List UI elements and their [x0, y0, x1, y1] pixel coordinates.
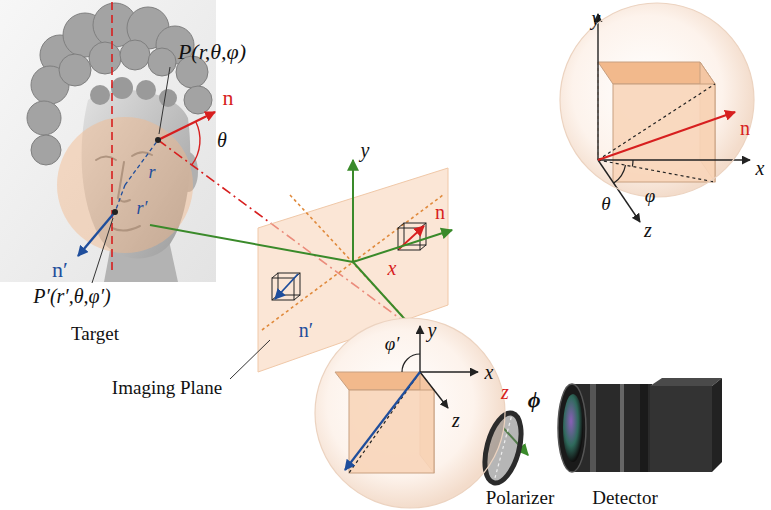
- axis-label: z: [501, 382, 509, 402]
- detector-camera: [558, 378, 722, 472]
- point-label: P′(r′,θ,φ′): [33, 286, 110, 306]
- x-axis: [420, 371, 478, 372]
- lens-front: [558, 384, 586, 472]
- radius-line: [115, 185, 125, 212]
- angle-label: φ: [645, 186, 656, 205]
- inset-circle: [315, 318, 505, 508]
- curl: [89, 42, 121, 74]
- curl: [120, 40, 150, 70]
- cube-front: [613, 84, 715, 182]
- curl: [90, 85, 110, 105]
- axis-label: x: [756, 158, 765, 178]
- angle-label: ϕ: [528, 389, 541, 411]
- curl: [159, 89, 177, 107]
- axis-label: x: [388, 258, 397, 278]
- object-label: Imaging Plane: [112, 378, 222, 397]
- y-axis: [419, 326, 420, 372]
- y-axis: [352, 160, 354, 262]
- vector-label: n: [740, 118, 750, 138]
- x-axis: [353, 230, 452, 262]
- coordinate-inset: [335, 326, 478, 473]
- cube-top: [598, 62, 715, 84]
- leader-line: [159, 67, 170, 134]
- angle-arc: [632, 160, 634, 167]
- inset-outline: [560, 3, 754, 197]
- axis-label: x: [485, 362, 494, 382]
- curl: [27, 101, 61, 135]
- leader-line: [92, 218, 113, 283]
- lens-glass: [563, 394, 583, 462]
- vector-label: n′: [299, 320, 313, 340]
- curl: [111, 77, 133, 99]
- distance-label: r′: [137, 199, 148, 217]
- point-label: P(r,θ,φ): [178, 41, 246, 63]
- object-label: Detector: [592, 488, 657, 507]
- inset-outline: [315, 318, 505, 508]
- inset-ground: [560, 3, 754, 197]
- normal-vector: [345, 372, 420, 470]
- coordinate-inset: [598, 14, 750, 222]
- vector-label: n: [223, 87, 234, 109]
- vector-label: n: [435, 202, 445, 222]
- surface-point: [155, 137, 161, 143]
- angle-arc: [402, 354, 420, 372]
- angle-label: θ: [217, 130, 227, 150]
- coordinate-inset: ynφθxz: [560, 3, 754, 197]
- polarizer-ring: [478, 409, 528, 487]
- curl: [184, 86, 212, 114]
- projection: [598, 160, 715, 182]
- camera-side: [712, 378, 722, 472]
- radius-line: [125, 140, 158, 185]
- angle-arc: [614, 165, 626, 183]
- z-axis: [598, 160, 640, 222]
- polarizer: [478, 409, 528, 487]
- axis-label: z: [452, 410, 460, 430]
- optical-line: [150, 225, 353, 262]
- z-axis: [420, 372, 448, 408]
- camera-body: [650, 386, 712, 472]
- symmetry-axis: [111, 2, 113, 275]
- curl: [136, 80, 156, 100]
- inset-ground: [315, 318, 505, 508]
- curl: [59, 54, 91, 86]
- camera-top: [650, 378, 722, 386]
- axis-label: y: [428, 320, 437, 340]
- leader-line: [230, 340, 270, 379]
- lens-ring: [620, 384, 624, 472]
- polarizer-axis: [495, 417, 512, 479]
- angle-label: θ: [601, 194, 610, 213]
- axis-label: z: [644, 220, 652, 240]
- projected-normal: [275, 274, 298, 299]
- coordinate-inset: φ′ y x z: [315, 318, 505, 508]
- lens-ring: [640, 384, 648, 472]
- axis-label: y: [592, 8, 601, 28]
- lens-ring: [590, 384, 596, 472]
- vector-label: n′: [52, 259, 68, 281]
- curl: [148, 48, 176, 76]
- inset-circle: [560, 3, 754, 197]
- angle-label: φ′: [385, 334, 400, 353]
- diagonal: [598, 84, 715, 160]
- object-label: Target: [71, 324, 119, 343]
- cube-front: [349, 390, 434, 473]
- object-label: Polarizer: [486, 488, 555, 507]
- normal-vector: [598, 112, 735, 160]
- curl: [31, 135, 61, 165]
- target-region: [57, 117, 193, 253]
- axis-label: y: [361, 140, 370, 160]
- distance-label: r: [148, 163, 155, 181]
- y-axis: [597, 14, 598, 160]
- normal-vector: [78, 212, 115, 256]
- cube-edges: [272, 273, 300, 300]
- small-cube: [272, 273, 300, 300]
- surface-point: [112, 209, 118, 215]
- normal-vector: [158, 112, 215, 140]
- angle-arc: [192, 122, 200, 165]
- x-axis: [598, 159, 750, 160]
